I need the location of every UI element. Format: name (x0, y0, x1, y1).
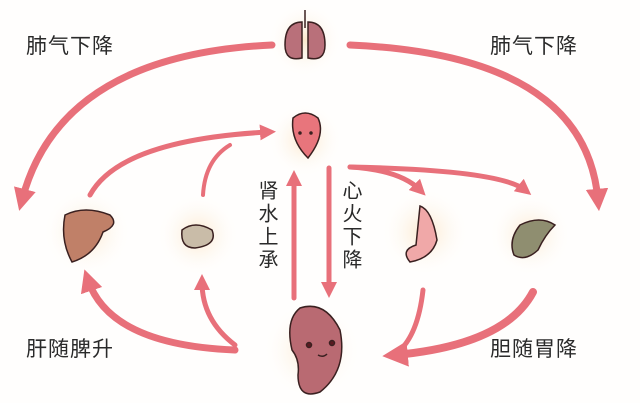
gallbladder-icon (511, 219, 557, 259)
stomach-icon (405, 204, 438, 263)
liver-icon (62, 209, 115, 263)
label-kidney-water-rises: 肾水上承 (255, 180, 279, 272)
label-gall-follows-stomach: 胆随胃降 (490, 337, 578, 361)
arrow-kidney-to-spleen (194, 274, 238, 348)
arrow-gallbladder-to-kidney (382, 288, 537, 367)
arrow-lung-to-gallbladder (346, 41, 609, 212)
label-lung-qi-descends-right: 肺气下降 (490, 34, 578, 58)
arrow-lung-to-liver (14, 41, 276, 211)
heart-icon (291, 112, 322, 160)
spleen-icon (181, 224, 214, 249)
arrow-kidney-to-liver (80, 269, 239, 354)
label-liver-follows-spleen: 肝随脾升 (26, 337, 114, 361)
arrow-liver-to-heart (87, 124, 276, 198)
flow-arrows (14, 41, 609, 367)
arrow-stomach-to-kidney (395, 287, 426, 355)
label-heart-fire-descends: 心火下降 (339, 180, 363, 272)
kidney-icon (289, 305, 343, 395)
arrow-spleen-to-heart (201, 143, 232, 197)
label-lung-qi-descends-left: 肺气下降 (26, 34, 114, 58)
lungs-icon (284, 10, 326, 60)
arrow-heart-to-gallbladder (347, 164, 532, 195)
